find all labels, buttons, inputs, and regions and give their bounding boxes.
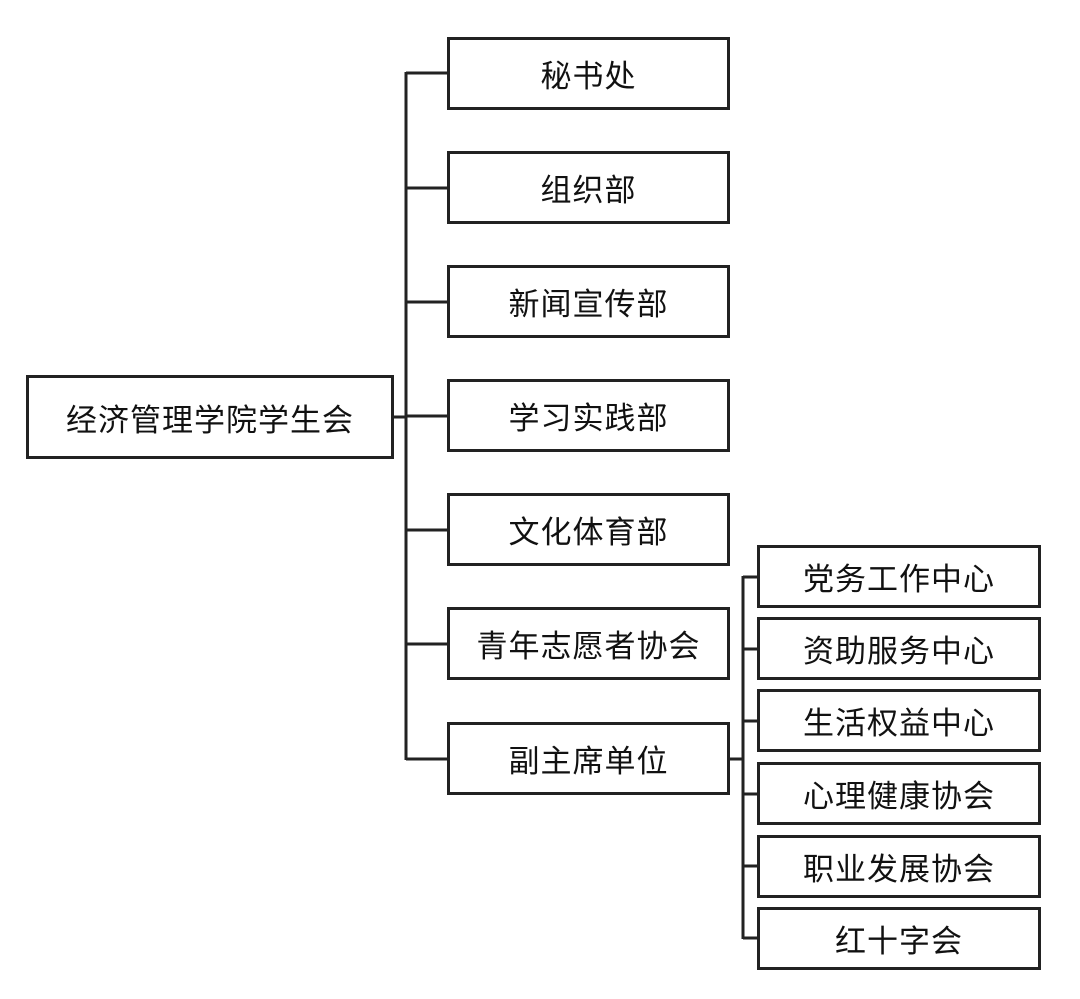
sub-label: 党务工作中心 xyxy=(803,562,995,598)
dept-label: 青年志愿者协会 xyxy=(476,629,701,665)
dept-label: 文化体育部 xyxy=(508,515,669,551)
dept-label: 学习实践部 xyxy=(508,401,669,437)
root-node: 经济管理学院学生会 xyxy=(26,375,394,459)
sub-label: 资助服务中心 xyxy=(803,634,995,670)
dept-node-organization: 组织部 xyxy=(447,151,730,224)
sub-node-life-rights: 生活权益中心 xyxy=(757,689,1041,752)
sub-label: 心理健康协会 xyxy=(803,779,995,815)
dept-node-vice-chair-units: 副主席单位 xyxy=(447,722,730,795)
sub-node-party-affairs: 党务工作中心 xyxy=(757,545,1041,608)
sub-node-financial-aid: 资助服务中心 xyxy=(757,617,1041,680)
sub-label: 职业发展协会 xyxy=(803,852,995,888)
sub-node-red-cross: 红十字会 xyxy=(757,907,1041,970)
sub-node-career-development: 职业发展协会 xyxy=(757,835,1041,898)
dept-label: 组织部 xyxy=(540,173,637,209)
dept-label: 秘书处 xyxy=(540,59,637,95)
dept-node-study-practice: 学习实践部 xyxy=(447,379,730,452)
sub-node-mental-health: 心理健康协会 xyxy=(757,762,1041,825)
dept-label: 新闻宣传部 xyxy=(508,287,669,323)
dept-node-publicity: 新闻宣传部 xyxy=(447,265,730,338)
sub-label: 红十字会 xyxy=(835,924,963,960)
root-label: 经济管理学院学生会 xyxy=(66,402,354,439)
dept-label: 副主席单位 xyxy=(508,744,669,780)
sub-label: 生活权益中心 xyxy=(803,706,995,742)
dept-node-secretariat: 秘书处 xyxy=(447,37,730,110)
dept-node-volunteers: 青年志愿者协会 xyxy=(447,607,730,680)
dept-node-culture-sports: 文化体育部 xyxy=(447,493,730,566)
